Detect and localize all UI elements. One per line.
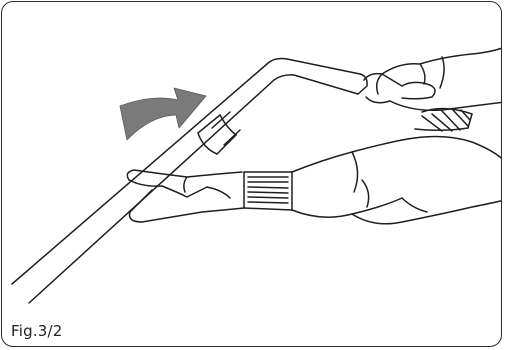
hose-handle-illustration	[11, 47, 501, 304]
right-hand	[375, 47, 501, 112]
left-cuff	[243, 171, 293, 211]
right-sleeve	[414, 107, 473, 132]
left-arm	[291, 135, 501, 225]
extension-tube	[11, 57, 368, 304]
rotation-arrow-icon	[119, 87, 207, 141]
left-hand	[126, 169, 245, 223]
handle-grip	[363, 72, 403, 104]
tube-joint-collar	[197, 111, 241, 155]
figure-caption: Fig.3/2	[11, 322, 63, 340]
